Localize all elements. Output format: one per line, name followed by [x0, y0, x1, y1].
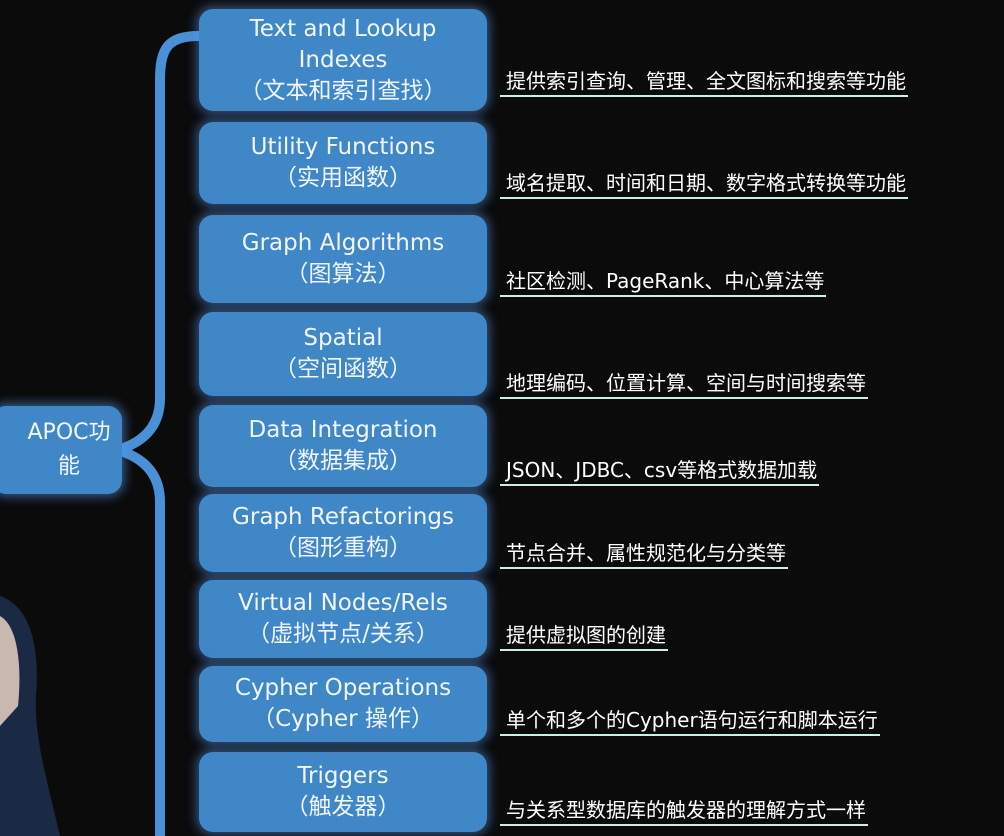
node-virtual-nodes-rels: Virtual Nodes/Rels （虚拟节点/关系）: [199, 580, 487, 658]
connector-line: [101, 31, 204, 836]
node-subtitle: （虚拟节点/关系）: [247, 621, 439, 647]
node-subtitle: （空间函数）: [274, 356, 412, 382]
node-subtitle: （图形重构）: [274, 535, 412, 561]
node-text-lookup-indexes: Text and Lookup Indexes （文本和索引查找）: [199, 9, 487, 111]
description-text-lookup-indexes: 提供索引查询、管理、全文图标和搜索等功能: [500, 68, 908, 97]
node-triggers: Triggers （触发器）: [199, 752, 487, 832]
root-label-line1: APOC功: [27, 420, 111, 445]
description-virtual-nodes-rels: 提供虚拟图的创建: [500, 622, 668, 651]
description-triggers: 与关系型数据库的触发器的理解方式一样: [500, 797, 868, 826]
node-subtitle: （文本和索引查找）: [239, 77, 447, 104]
node-title: Utility Functions: [250, 134, 436, 160]
node-subtitle: （触发器）: [285, 794, 401, 820]
root-label-line2: 能: [57, 454, 80, 479]
node-graph-refactorings: Graph Refactorings （图形重构）: [199, 494, 487, 572]
node-cypher-operations: Cypher Operations （Cypher 操作）: [199, 666, 487, 742]
node-utility-functions: Utility Functions （实用函数）: [199, 122, 487, 204]
node-data-integration: Data Integration （数据集成）: [199, 405, 487, 487]
node-title: Graph Algorithms: [241, 230, 445, 256]
node-title: Graph Refactorings: [232, 504, 454, 530]
node-title: Text and Lookup Indexes: [249, 15, 437, 73]
node-title: Triggers: [297, 763, 389, 789]
node-title: Cypher Operations: [234, 675, 452, 701]
node-title: Virtual Nodes/Rels: [238, 590, 448, 616]
node-subtitle: （图算法）: [285, 261, 401, 287]
node-subtitle: （实用函数）: [274, 165, 412, 191]
root-node-apoc-functions: APOC功 能: [0, 406, 122, 494]
node-subtitle: （Cypher 操作）: [252, 706, 434, 732]
description-graph-algorithms: 社区检测、PageRank、中心算法等: [500, 268, 827, 297]
node-subtitle: （数据集成）: [274, 448, 412, 474]
presenter-silhouette: [0, 596, 60, 836]
description-spatial: 地理编码、位置计算、空间与时间搜索等: [500, 370, 868, 399]
description-graph-refactorings: 节点合并、属性规范化与分类等: [500, 540, 788, 569]
node-title: Data Integration: [248, 417, 438, 443]
description-utility-functions: 域名提取、时间和日期、数字格式转换等功能: [500, 170, 908, 199]
description-cypher-operations: 单个和多个的Cypher语句运行和脚本运行: [500, 707, 880, 736]
node-graph-algorithms: Graph Algorithms （图算法）: [199, 215, 487, 303]
node-title: Spatial: [303, 325, 383, 351]
description-data-integration: JSON、JDBC、csv等格式数据加载: [500, 457, 820, 486]
node-spatial: Spatial （空间函数）: [199, 312, 487, 396]
